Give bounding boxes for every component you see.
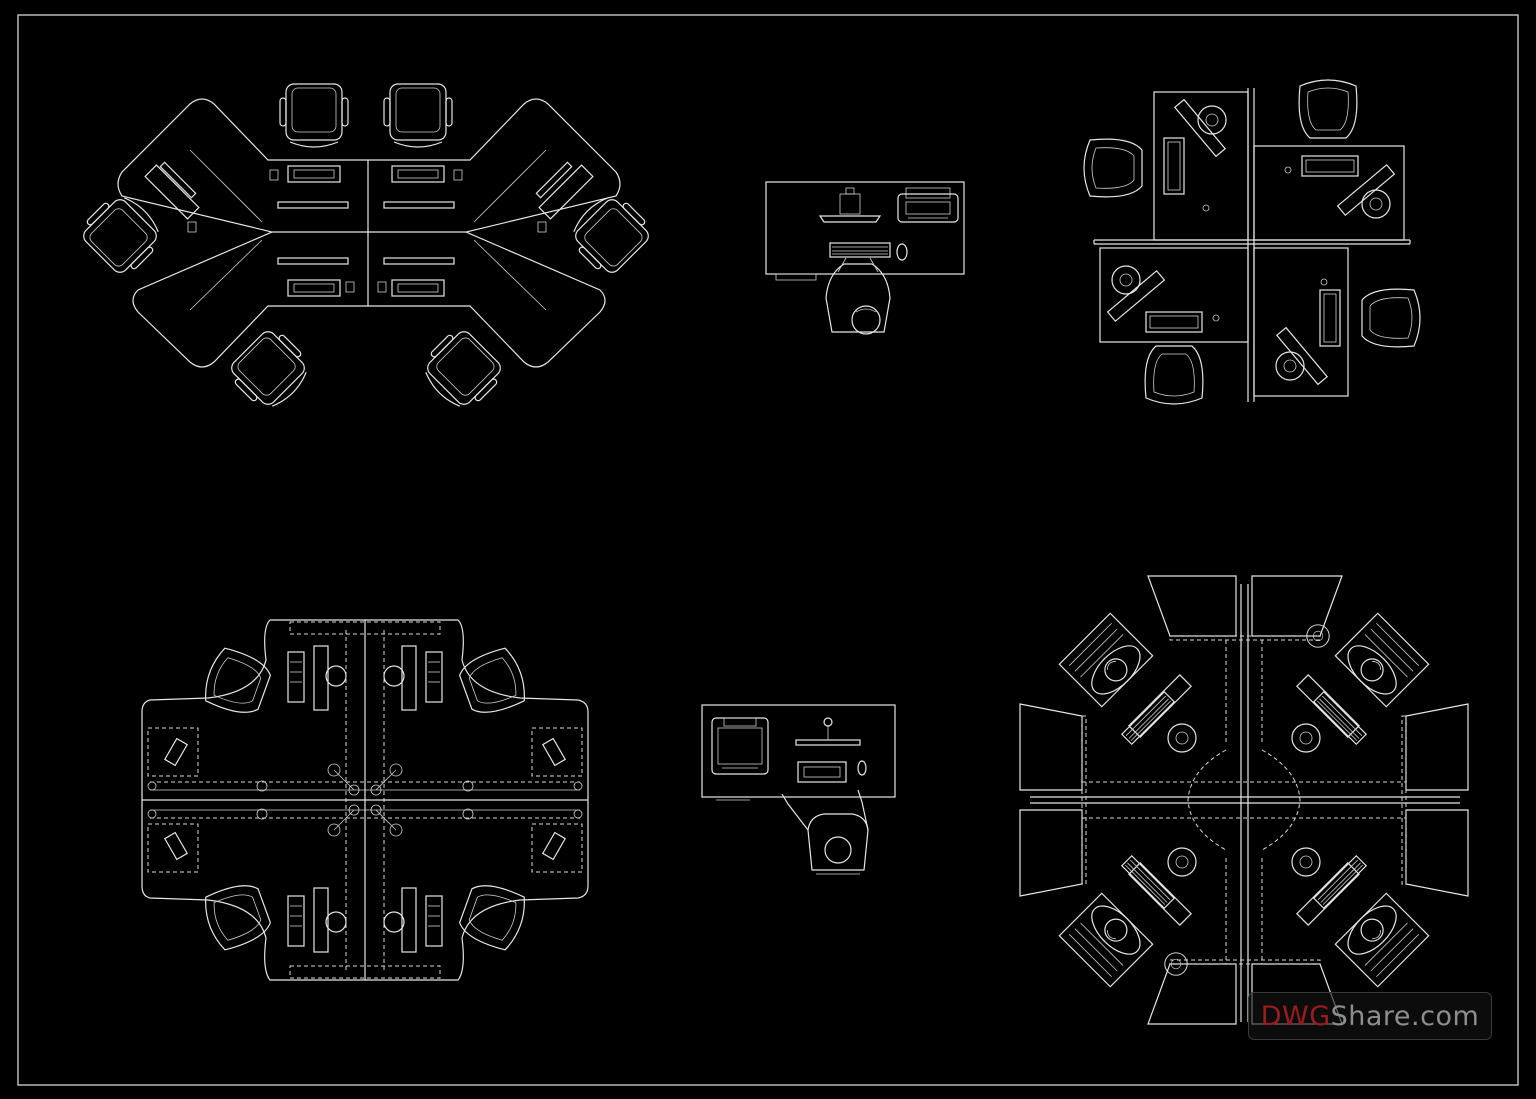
drawing-frame [17, 14, 1519, 1086]
watermark-part-dwg: DWG [1260, 1000, 1331, 1032]
workstation-cluster-partitioned [1019, 575, 1469, 1025]
workstation-cluster-hexagonal [75, 83, 657, 418]
workstation-single-desk-top [765, 181, 965, 335]
workstation-cluster-pinwheel [1083, 79, 1421, 405]
workstation-single-desk-bottom [701, 704, 896, 875]
workstation-cluster-benching [141, 619, 589, 981]
watermark-part-share: Share.com [1330, 1000, 1480, 1032]
